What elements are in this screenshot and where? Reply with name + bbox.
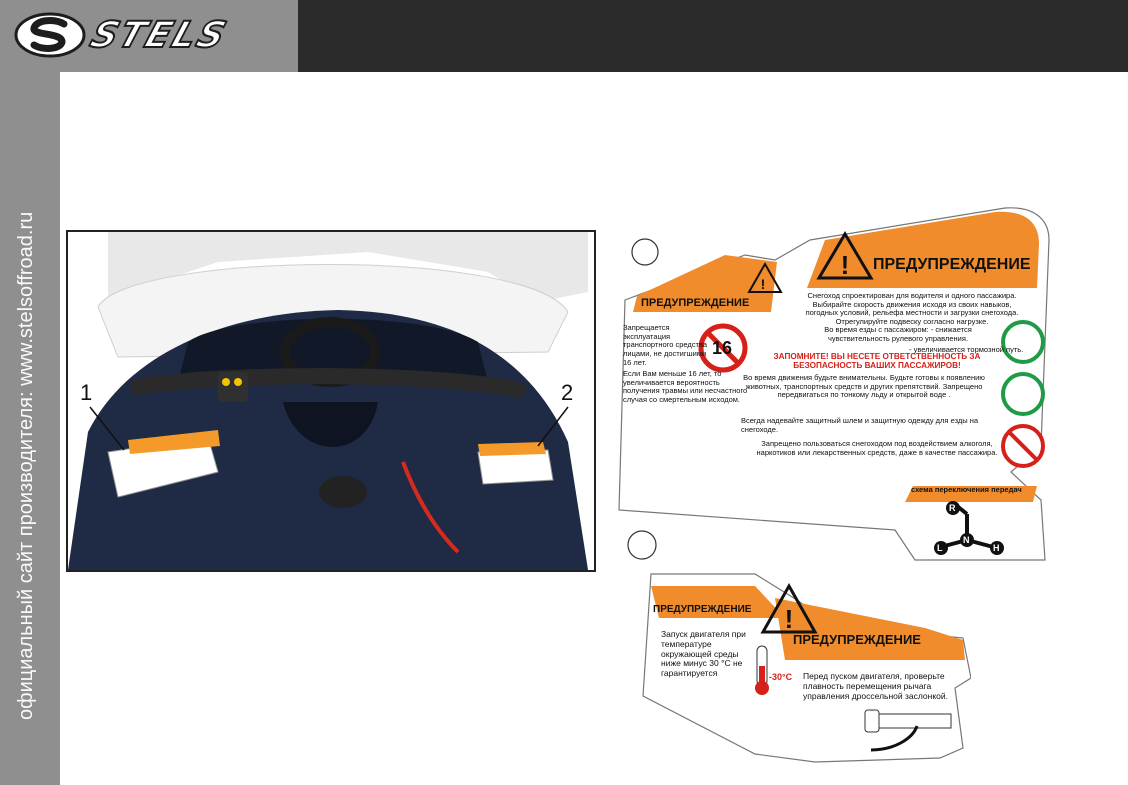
stels-logo-icon bbox=[14, 12, 86, 58]
sticker1-p1: Снегоход спроектирован для водителя и од… bbox=[805, 291, 1019, 326]
sticker1-remember: ЗАПОМНИТЕ! ВЫ НЕСЕТЕ ОТВЕТСТВЕННОСТЬ ЗА … bbox=[773, 352, 981, 371]
sticker1-age-badge: 16 bbox=[712, 338, 733, 358]
sticker1-gear-title: схема переключения передач bbox=[911, 485, 1022, 494]
sticker1-left-title: ПРЕДУПРЕЖДЕНИЕ bbox=[641, 297, 750, 309]
brand-logo-text: STELS bbox=[84, 14, 233, 57]
sticker2-right-title: ПРЕДУПРЕЖДЕНИЕ bbox=[793, 632, 921, 647]
manufacturer-site-text: официальный сайт производителя: www.stel… bbox=[15, 211, 37, 720]
gear-label-r: R bbox=[949, 503, 956, 513]
sticker1-p5: Запрещено пользоваться снегоходом под во… bbox=[756, 439, 998, 457]
sticker1-p2a: Во время езды с пассажиром: - снижается … bbox=[824, 325, 972, 343]
sticker2-left-text: Запуск двигателя при температуре окружаю… bbox=[661, 629, 746, 679]
gear-label-h: H bbox=[993, 543, 1000, 553]
gear-label-l: L bbox=[937, 543, 943, 553]
sticker1-right-title: ПРЕДУПРЕЖДЕНИЕ bbox=[873, 256, 1031, 273]
snowmobile-photo: 1 2 bbox=[66, 230, 596, 572]
sticker2-right-text: Перед пуском двигателя, проверьте плавно… bbox=[803, 671, 949, 701]
sticker1-p4: Всегда надевайте защитный шлем и защитну… bbox=[741, 416, 979, 434]
svg-text:!: ! bbox=[841, 250, 850, 280]
callout-1: 1 bbox=[80, 380, 93, 405]
svg-text:!: ! bbox=[785, 604, 794, 634]
sticker1-p3: Во время движения будьте внимательны. Бу… bbox=[743, 373, 985, 400]
sticker2-left-title: ПРЕДУПРЕЖДЕНИЕ bbox=[653, 604, 752, 615]
warning-sticker-2: ! ПРЕДУПРЕЖДЕНИЕ ПРЕДУПРЕЖДЕНИЕ Запуск д… bbox=[625, 528, 971, 778]
warning-sticker-1: ! ! ПРЕДУПРЕЖДЕНИЕ ПРЕДУПРЕЖДЕНИЕ Запрещ… bbox=[605, 200, 1055, 572]
sidebar bbox=[0, 72, 60, 785]
svg-text:!: ! bbox=[761, 276, 766, 292]
sticker1-left-text-2: Если Вам меньше 16 лет, то увеличивается… bbox=[623, 369, 748, 404]
logo-panel: STELS bbox=[0, 0, 298, 72]
sticker1-left-text-1: Запрещается эксплуатация транспортного с… bbox=[623, 323, 708, 367]
gear-label-n: N bbox=[963, 535, 970, 545]
sticker2-temp: -30°C bbox=[769, 672, 793, 682]
callout-2: 2 bbox=[561, 380, 574, 405]
sticker1-p2b: - увеличивается тормозной путь. bbox=[909, 345, 1024, 354]
